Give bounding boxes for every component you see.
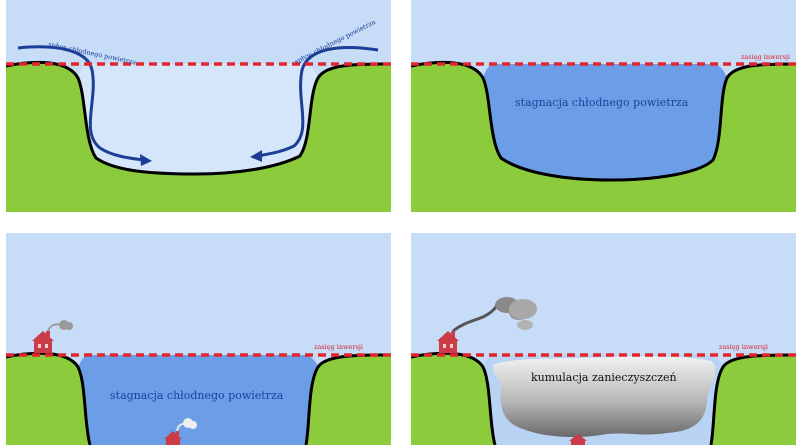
stagnation-label: stagnacja chłodnego powietrza (515, 96, 689, 109)
valley-outline (411, 60, 796, 182)
ground (411, 62, 796, 212)
house-icon (32, 331, 54, 353)
smog-cloud (492, 356, 716, 437)
valley-fill (78, 64, 318, 174)
panel-stagnation-with-emission: zasięg inwersji stagnacja chłodnego powi… (6, 233, 391, 445)
house-icon (437, 331, 459, 353)
stagnation-diagram: zasięg inwersji stagnacja chłodnego powi… (411, 0, 796, 212)
ground (6, 62, 391, 212)
cold-air-pool (78, 355, 318, 445)
arrow-head-right (250, 150, 262, 162)
cold-air-pool (483, 64, 727, 180)
smoke-plume-icon (176, 418, 197, 432)
emission-diagram: zasięg inwersji stagnacja chłodnego powi… (6, 233, 391, 445)
panel-pollution-accumulation: zasięg inwersji kumulacja zanieczyszczeń (411, 233, 796, 445)
inversion-label: zasięg inwersji (741, 53, 790, 61)
pollution-diagram: zasięg inwersji kumulacja zanieczyszczeń (411, 233, 796, 445)
curved-arrow-icon (17, 45, 145, 162)
stagnation-label: stagnacja chłodnego powietrza (110, 389, 284, 402)
inversion-label: zasięg inwersji (719, 343, 768, 351)
inversion-label: zasięg inwersji (314, 343, 363, 351)
house-icon (569, 434, 587, 445)
curved-arrow-icon (257, 46, 379, 158)
pollution-label: kumulacja zanieczyszczeń (531, 371, 677, 384)
smoke-plume-icon (452, 297, 537, 333)
panel-cold-air-flow: spływ chłodnego powietrza spływ chłodneg… (6, 0, 391, 212)
arrow-head-left (140, 154, 152, 166)
house-icon (164, 431, 182, 445)
panel-cold-air-stagnation: zasięg inwersji stagnacja chłodnego powi… (411, 0, 796, 212)
cold-air-flow-diagram: spływ chłodnego powietrza spływ chłodneg… (6, 0, 391, 212)
valley-outline (6, 60, 391, 176)
smoke-plume-icon (47, 320, 73, 332)
